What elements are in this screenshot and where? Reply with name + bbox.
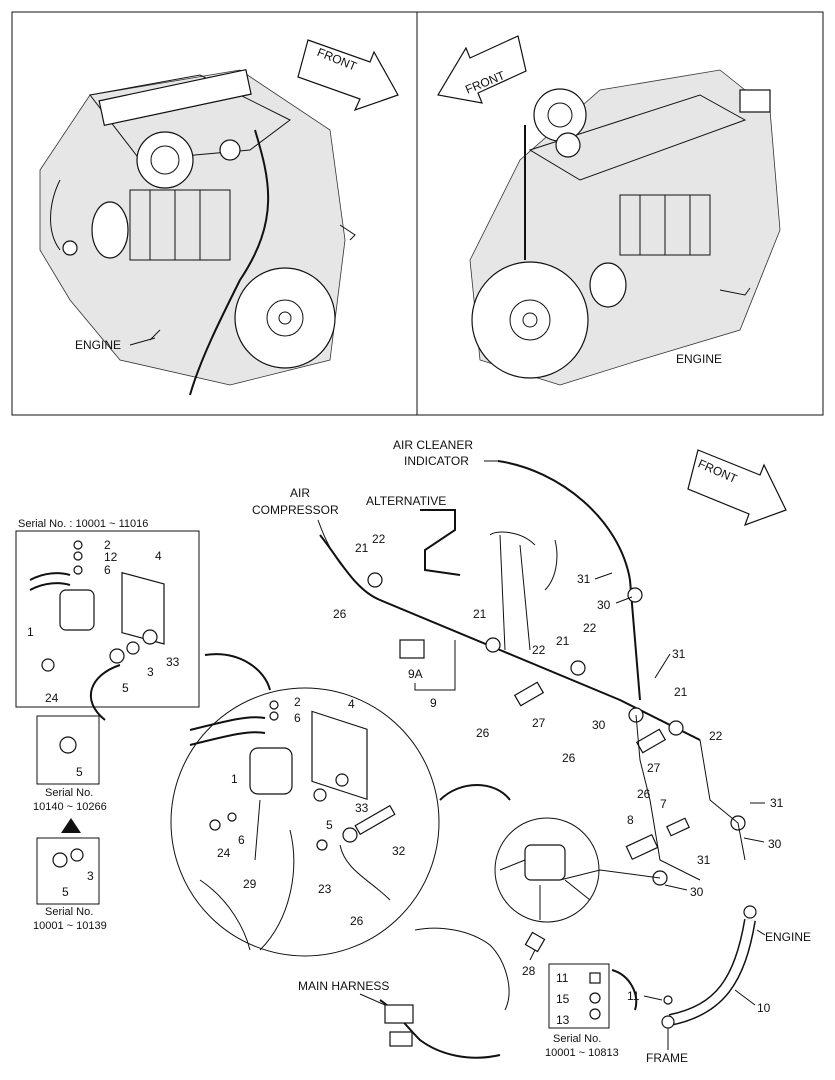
front-arrow-right: FRONT <box>437 35 527 104</box>
part-31: 31 <box>770 796 784 810</box>
part-2: 2 <box>294 695 301 709</box>
triangle-icon <box>61 818 81 833</box>
indicator-label: INDICATOR <box>404 454 469 468</box>
part-6: 6 <box>104 563 111 577</box>
part-8: 8 <box>627 813 634 827</box>
part-31: 31 <box>672 647 686 661</box>
part-22: 22 <box>583 621 597 635</box>
part-22: 22 <box>709 729 723 743</box>
detail-circle <box>170 687 440 957</box>
part-33: 33 <box>355 801 369 815</box>
part-4: 4 <box>348 697 355 711</box>
part-22: 22 <box>372 532 386 546</box>
detail-circle-parts <box>189 700 396 951</box>
part-24: 24 <box>217 846 231 860</box>
part-5: 5 <box>122 681 129 695</box>
serial-box-a-title: Serial No. : 10001 ~ 11016 <box>18 518 148 530</box>
part-21: 21 <box>473 607 487 621</box>
part-30: 30 <box>592 718 606 732</box>
part-30: 30 <box>690 885 704 899</box>
part-13: 13 <box>556 1013 570 1027</box>
part-31: 31 <box>697 853 711 867</box>
part-4: 4 <box>155 549 162 563</box>
part-30: 30 <box>597 598 611 612</box>
right-engine-illustration <box>469 69 781 386</box>
alternative-label: ALTERNATIVE <box>366 494 446 508</box>
part-32: 32 <box>392 844 406 858</box>
part-7: 7 <box>660 797 667 811</box>
part-31: 31 <box>577 572 591 586</box>
part-27: 27 <box>532 716 546 730</box>
part-22: 22 <box>532 643 546 657</box>
part-3: 3 <box>87 869 94 883</box>
frame-label: FRAME <box>646 1051 688 1065</box>
part-6: 6 <box>238 833 245 847</box>
serial-box-b-line2: 10140 ~ 10266 <box>33 801 107 813</box>
part-1: 1 <box>27 625 34 639</box>
left-engine-illustration <box>39 68 356 396</box>
serial-box-a-parts <box>29 540 165 672</box>
part-12: 12 <box>104 550 118 564</box>
part-21: 21 <box>556 634 570 648</box>
engine-label: ENGINE <box>75 338 121 352</box>
serial-box-d-line1: Serial No. <box>553 1033 601 1045</box>
engine-strap-label: ENGINE <box>765 930 811 944</box>
serial-box-d-line2: 10001 ~ 10813 <box>545 1047 619 1059</box>
right-engine-panel <box>416 11 824 416</box>
part-26: 26 <box>476 726 490 740</box>
serial-box-c-line2: 10001 ~ 10139 <box>33 920 107 932</box>
serial-box-c <box>36 837 100 905</box>
part-15: 15 <box>556 992 570 1006</box>
part-21: 21 <box>355 541 369 555</box>
front-arrow-lower: FRONT <box>687 449 787 527</box>
part-33: 33 <box>166 655 180 669</box>
air-label: AIR <box>290 486 310 500</box>
part-11: 11 <box>627 989 640 1003</box>
part-2: 2 <box>104 538 111 552</box>
part-10: 10 <box>757 1001 771 1015</box>
engine-label: ENGINE <box>676 352 722 366</box>
serial-box-d <box>548 963 610 1029</box>
part-5: 5 <box>76 765 83 779</box>
compressor-label: COMPRESSOR <box>252 503 339 517</box>
serial-box-b-line1: Serial No. <box>45 787 93 799</box>
air-cleaner-label: AIR CLEANER <box>393 438 473 452</box>
indicator-hose <box>497 460 641 701</box>
main-harness-label: MAIN HARNESS <box>298 979 389 993</box>
part-30: 30 <box>768 837 782 851</box>
part-23: 23 <box>318 882 332 896</box>
front-arrow-left: FRONT <box>297 39 399 112</box>
part-26: 26 <box>350 914 364 928</box>
part-5: 5 <box>326 818 333 832</box>
part-27: 27 <box>647 761 661 775</box>
harness-branch <box>319 534 701 741</box>
part-5: 5 <box>62 885 69 899</box>
part-3: 3 <box>147 665 154 679</box>
part-6: 6 <box>294 711 301 725</box>
part-28: 28 <box>522 964 536 978</box>
part-1: 1 <box>231 772 238 786</box>
part-11: 11 <box>556 971 569 985</box>
part-9: 9 <box>430 696 437 710</box>
part-26: 26 <box>333 607 347 621</box>
part-9a: 9A <box>408 667 423 681</box>
serial-box-a <box>15 530 200 708</box>
starter-detail-circle <box>494 817 600 923</box>
clamp-group <box>367 572 746 886</box>
part-26: 26 <box>562 751 576 765</box>
serial-box-b <box>36 715 100 785</box>
serial-box-c-line1: Serial No. <box>45 906 93 918</box>
part-29: 29 <box>243 877 257 891</box>
part-24: 24 <box>45 691 59 705</box>
part-21: 21 <box>674 685 688 699</box>
